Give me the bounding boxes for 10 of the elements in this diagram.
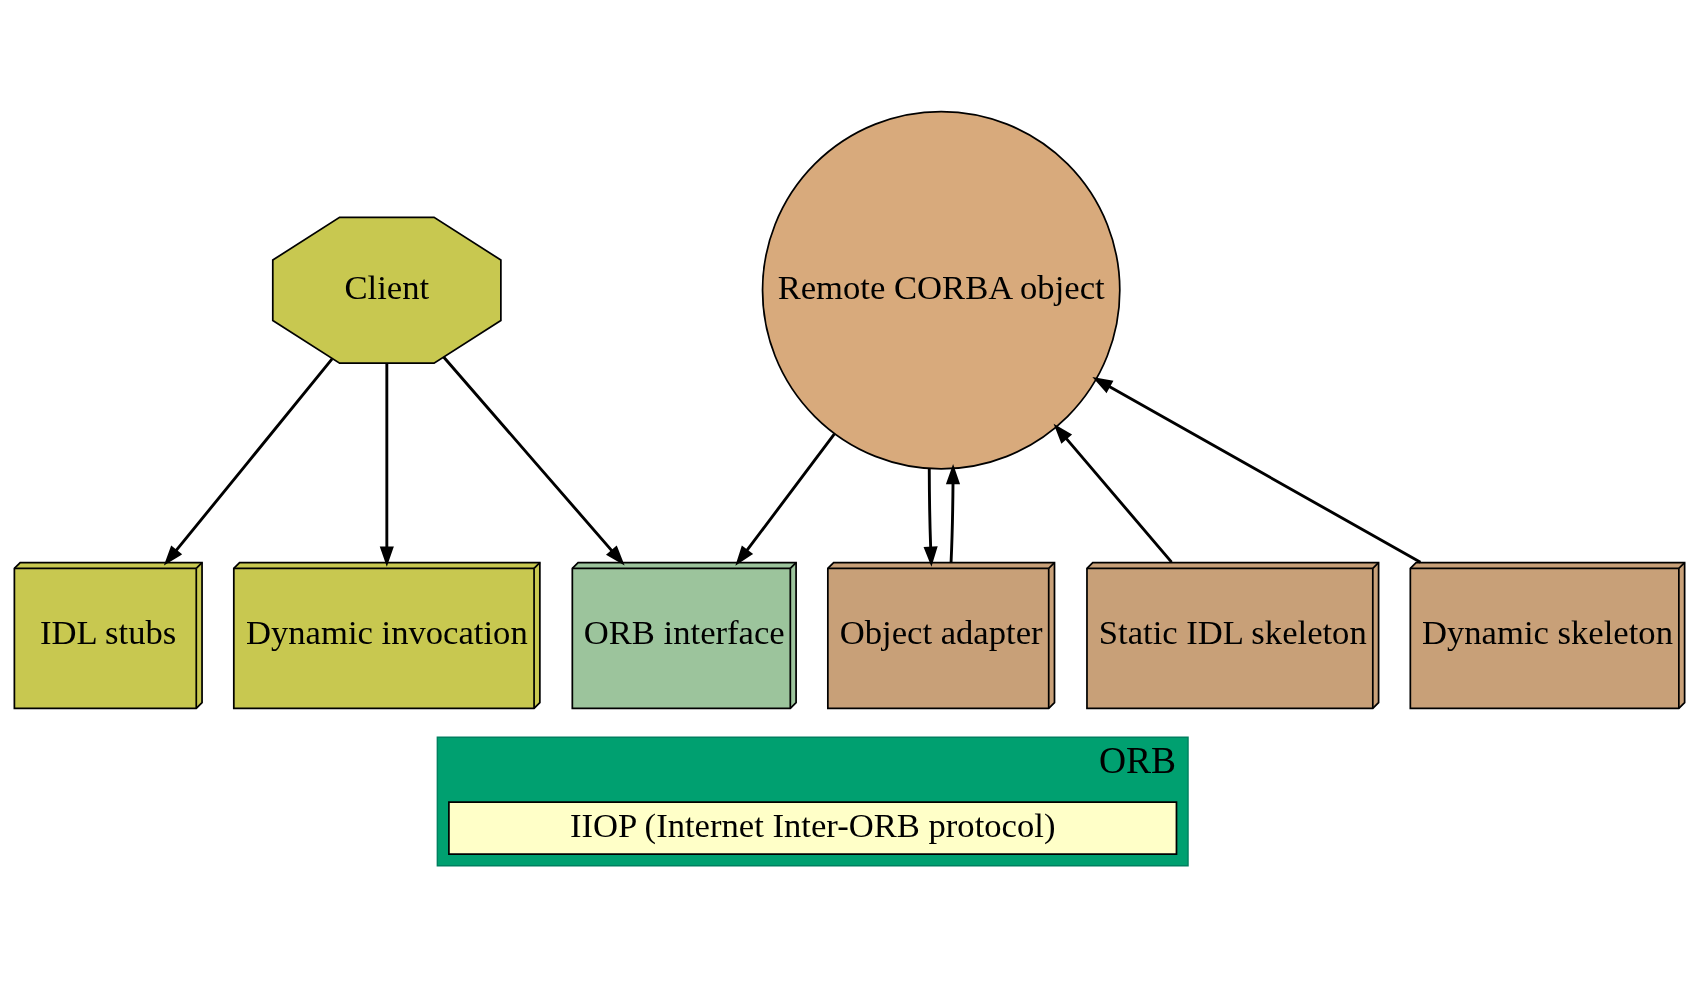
arrow (1053, 423, 1173, 564)
node-box: IIOP (Internet Inter-ORB protocol) (448, 801, 1178, 855)
node-circle: Remote CORBA object (761, 110, 1121, 470)
arrow (1092, 377, 1422, 564)
arrow (923, 468, 938, 567)
arrow (163, 357, 334, 566)
arrow (379, 363, 394, 567)
arrow (442, 356, 625, 566)
arrow (735, 433, 836, 566)
arrow (945, 463, 961, 563)
